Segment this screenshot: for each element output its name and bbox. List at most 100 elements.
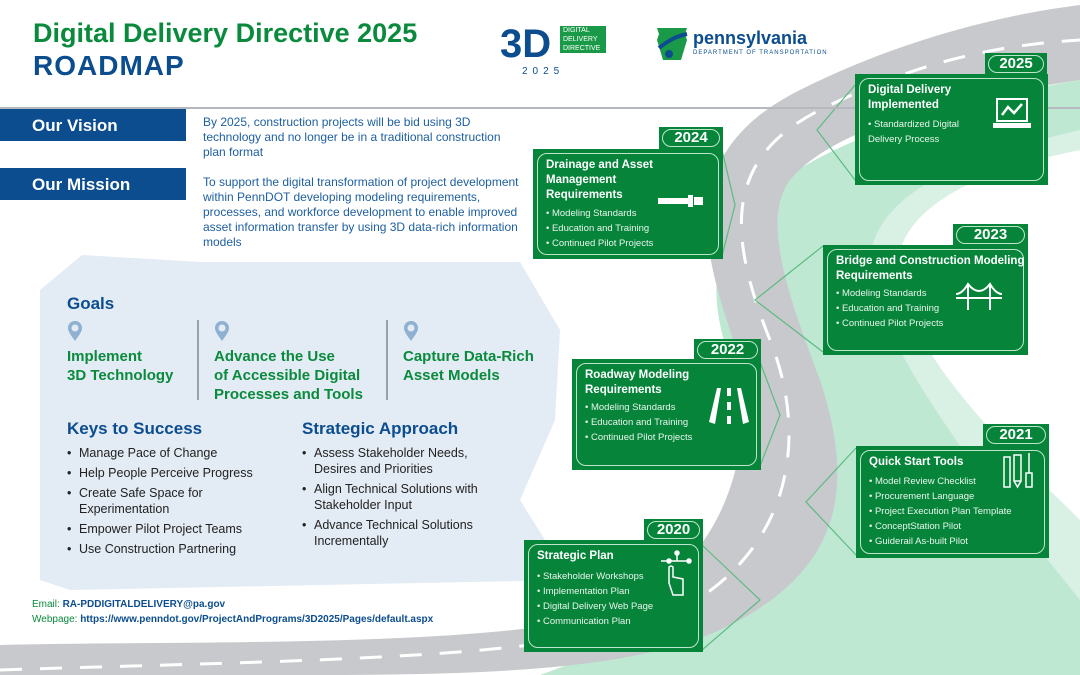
year-tab-2024: 2024 xyxy=(659,127,723,149)
list-item: Empower Pilot Project Teams xyxy=(67,521,277,537)
year-tab-2021: 2021 xyxy=(983,424,1049,446)
logo-3d-tag: DIGITAL DELIVERY DIRECTIVE xyxy=(560,26,606,53)
list-item: Procurement Language xyxy=(869,489,1012,504)
list-item: Create Safe Space for Experimentation xyxy=(67,485,227,517)
list-item: Assess Stakeholder Needs, Desires and Pr… xyxy=(302,445,502,477)
milestone-title: Bridge and Construction Modeling Require… xyxy=(836,255,1025,282)
milestone-items: Modeling StandardsEducation and Training… xyxy=(836,286,943,331)
pa-name: pennsylvania xyxy=(693,28,808,48)
list-item: Education and Training xyxy=(585,415,692,430)
milestone-card-2021: Quick Start Tools Model Review Checklist… xyxy=(856,446,1049,558)
list-item: Stakeholder Workshops xyxy=(537,569,653,584)
webpage-row: Webpage: https://www.penndot.gov/Project… xyxy=(32,614,433,625)
list-item: Manage Pace of Change xyxy=(67,445,277,461)
milestone-card-2023: Bridge and Construction Modeling Require… xyxy=(823,245,1028,355)
logo-tag-line: DELIVERY xyxy=(563,36,598,43)
vision-text: By 2025, construction projects will be b… xyxy=(203,115,501,159)
keys-heading: Keys to Success xyxy=(67,419,203,438)
logo-tag-line: DIGITAL xyxy=(563,27,590,34)
hand-pointer-icon xyxy=(661,550,692,596)
list-item: Continued Pilot Projects xyxy=(585,430,692,445)
pipe-icon xyxy=(658,195,703,207)
goal-line: 3D Technology xyxy=(67,367,174,384)
location-pin-icon xyxy=(68,321,82,341)
list-item: Modeling Standards xyxy=(585,400,692,415)
mission-label: Our Mission xyxy=(0,168,186,200)
subtitle: ROADMAP xyxy=(33,50,185,81)
list-item: Digital Delivery Web Page xyxy=(537,599,653,614)
year-label: 2025 xyxy=(988,55,1044,73)
year-tab-2025: 2025 xyxy=(985,53,1047,75)
email-label: Email: xyxy=(32,599,60,610)
year-tab-2023: 2023 xyxy=(953,224,1028,246)
year-label: 2020 xyxy=(647,521,700,539)
milestone-title: Roadway Modeling Requirements xyxy=(585,369,690,396)
logo-3d-mark: 3D xyxy=(500,22,552,66)
pa-dept: DEPARTMENT OF TRANSPORTATION xyxy=(693,50,828,56)
goal-line: Capture Data-Rich xyxy=(403,348,534,365)
goal-line: Implement xyxy=(67,348,143,365)
goal-divider xyxy=(197,320,199,400)
goal-line: Asset Models xyxy=(403,367,500,384)
penndot-logo: pennsylvania DEPARTMENT OF TRANSPORTATIO… xyxy=(655,26,827,67)
approach-list: Assess Stakeholder Needs, Desires and Pr… xyxy=(302,445,502,553)
list-item: Guiderail As-built Pilot xyxy=(869,534,1012,549)
milestone-card-2024: Drainage and Asset Management Requiremen… xyxy=(533,149,723,259)
logo-year: 2025 xyxy=(522,66,565,77)
goal-implement-3d: Implement 3D Technology xyxy=(67,347,173,385)
laptop-chart-icon xyxy=(993,98,1031,128)
goal-line: Processes and Tools xyxy=(214,386,363,403)
milestone-items: Stakeholder WorkshopsImplementation Plan… xyxy=(537,569,653,629)
list-item: Project Execution Plan Template xyxy=(869,504,1012,519)
list-item: Education and Training xyxy=(836,301,943,316)
keystone-icon xyxy=(657,28,688,60)
webpage-link[interactable]: https://www.penndot.gov/ProjectAndProgra… xyxy=(80,614,434,625)
approach-heading: Strategic Approach xyxy=(302,419,459,438)
vision-label: Our Vision xyxy=(0,109,186,141)
milestone-items: Modeling StandardsEducation and Training… xyxy=(585,400,692,445)
mission-text: To support the digital transformation of… xyxy=(203,175,519,249)
goal-line: of Accessible Digital xyxy=(214,367,361,384)
list-item: Model Review Checklist xyxy=(869,474,1012,489)
webpage-label: Webpage: xyxy=(32,614,78,625)
year-tab-2020: 2020 xyxy=(644,519,703,541)
year-label: 2021 xyxy=(986,426,1046,444)
list-item: Education and Training xyxy=(546,221,653,236)
list-item: Implementation Plan xyxy=(537,584,653,599)
milestone-card-2022: Roadway Modeling Requirements Modeling S… xyxy=(572,359,761,470)
list-item: Modeling Standards xyxy=(836,286,943,301)
header-divider xyxy=(0,107,1080,109)
bridge-icon xyxy=(956,282,1002,310)
year-label: 2024 xyxy=(662,129,720,147)
tools-icon xyxy=(1003,453,1033,489)
list-item: Standardized Digital Delivery Process xyxy=(868,117,978,147)
keys-list: Manage Pace of Change Help People Percei… xyxy=(67,445,277,561)
milestone-items: Modeling StandardsEducation and Training… xyxy=(546,206,653,251)
milestone-title: Strategic Plan xyxy=(537,550,614,562)
milestone-card-2025: Digital Delivery Implemented Standardize… xyxy=(855,74,1048,185)
milestone-items: Standardized Digital Delivery Process xyxy=(868,117,978,147)
milestone-title: Digital Delivery Implemented xyxy=(868,84,952,111)
list-item: Align Technical Solutions with Stakehold… xyxy=(302,481,502,513)
logo-tag-line: DIRECTIVE xyxy=(563,45,601,52)
list-item: Advance Technical Solutions Incrementall… xyxy=(302,517,502,549)
list-item: Continued Pilot Projects xyxy=(546,236,653,251)
goal-line: Advance the Use xyxy=(214,348,335,365)
road-icon xyxy=(709,388,749,424)
year-label: 2022 xyxy=(697,341,758,359)
milestone-title: Quick Start Tools xyxy=(869,456,964,468)
logo-3d2025: 3D DIGITAL DELIVERY DIRECTIVE 2025 xyxy=(500,24,610,80)
year-label: 2023 xyxy=(956,226,1025,244)
list-item: Communication Plan xyxy=(537,614,653,629)
list-item: Modeling Standards xyxy=(546,206,653,221)
milestone-card-2020: Strategic Plan Stakeholder WorkshopsImpl… xyxy=(524,540,703,652)
list-item: Use Construction Partnering xyxy=(67,541,277,557)
connector-lines xyxy=(701,84,857,651)
title: Digital Delivery Directive 2025 xyxy=(33,18,418,48)
list-item: Continued Pilot Projects xyxy=(836,316,943,331)
email-row: Email: RA-PDDIGITALDELIVERY@pa.gov xyxy=(32,599,225,610)
milestone-items: Model Review ChecklistProcurement Langua… xyxy=(869,474,1012,549)
email-link[interactable]: RA-PDDIGITALDELIVERY@pa.gov xyxy=(62,599,226,610)
